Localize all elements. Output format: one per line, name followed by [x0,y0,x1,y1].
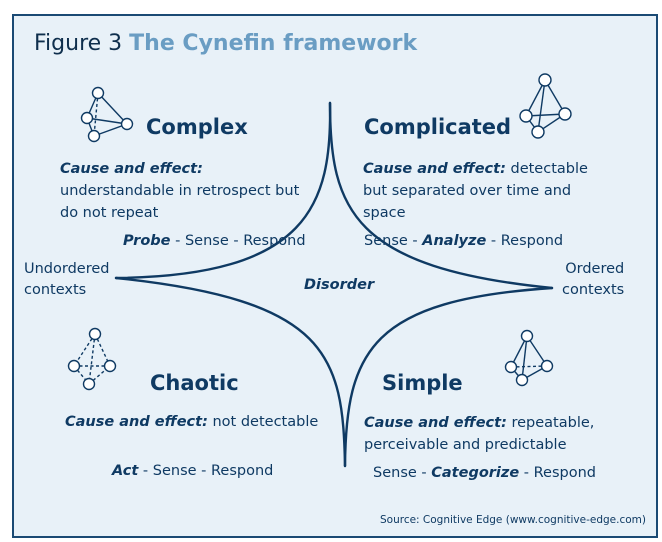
response-first-complicated: Sense - [364,233,423,249]
response-simple: Sense - Categorize - Respond [373,463,596,483]
heading-simple: Simple [382,371,463,395]
response-first-complex: Probe [123,233,171,249]
boundary-curve-top-right [328,101,554,290]
response-mid-simple: Categorize [431,465,520,481]
response-first-simple: Sense - [373,465,432,481]
heading-complex: Complex [146,115,248,139]
heading-complicated: Complicated [364,115,512,139]
cause-complex: Cause and effect: understandable in retr… [60,158,320,224]
response-first-chaotic: Act [112,463,139,479]
response-complicated: Sense - Analyze - Respond [364,231,563,251]
cause-label-simple: Cause and effect: [364,415,507,431]
response-rest-simple: - Respond [519,465,597,481]
network-icon [504,329,554,387]
source-note: Source: Cognitive Edge (www.cognitive-ed… [379,514,646,526]
figure-name: The Cynefin framework [129,31,418,56]
cause-text-chaotic: not detectable [207,414,319,430]
heading-chaotic: Chaotic [150,371,239,395]
cause-label-chaotic: Cause and effect: [65,414,208,430]
figure-number: Figure 3 [34,31,123,56]
response-rest-complicated: - Respond [486,233,564,249]
response-rest-complex: - Sense - Respond [170,233,306,249]
context-right-line2: contexts [562,282,625,298]
context-right-line1: Ordered [565,261,625,277]
context-left: Undordered contexts [24,259,109,301]
boundary-curve-bottom-right [343,286,554,468]
disorder-label: Disorder [304,277,375,293]
response-mid-complicated: Analyze [422,233,487,249]
response-rest-chaotic: - Sense - Respond [138,463,274,479]
boundary-curve-top-left [114,101,332,280]
cause-text-simple: repeatable, perceivable and predictable [364,415,595,453]
cause-complicated: Cause and effect: detectable but separat… [363,158,608,224]
cause-text-complex: understandable in retrospect but do not … [60,183,300,221]
context-left-line1: Undordered [24,261,110,277]
cause-chaotic: Cause and effect: not detectable [65,411,330,433]
cause-label-complicated: Cause and effect: [363,161,506,177]
figure-title: Figure 3 The Cynefin framework [34,30,417,58]
context-left-line2: contexts [24,282,87,298]
network-icon [519,73,572,139]
response-chaotic: Act - Sense - Respond [112,461,273,481]
figure-frame: Source: Cognitive Edge (www.cognitive-ed… [12,14,658,538]
cause-text-complicated: detectable but separated over time and s… [363,161,588,221]
network-icon [67,327,117,391]
boundary-curve-bottom-left [114,276,347,468]
network-icon [80,86,134,143]
cause-simple: Cause and effect: repeatable, perceivabl… [364,412,604,456]
context-right: Ordered contexts [562,259,624,301]
cause-label-complex: Cause and effect: [60,161,203,177]
response-complex: Probe - Sense - Respond [123,231,306,251]
